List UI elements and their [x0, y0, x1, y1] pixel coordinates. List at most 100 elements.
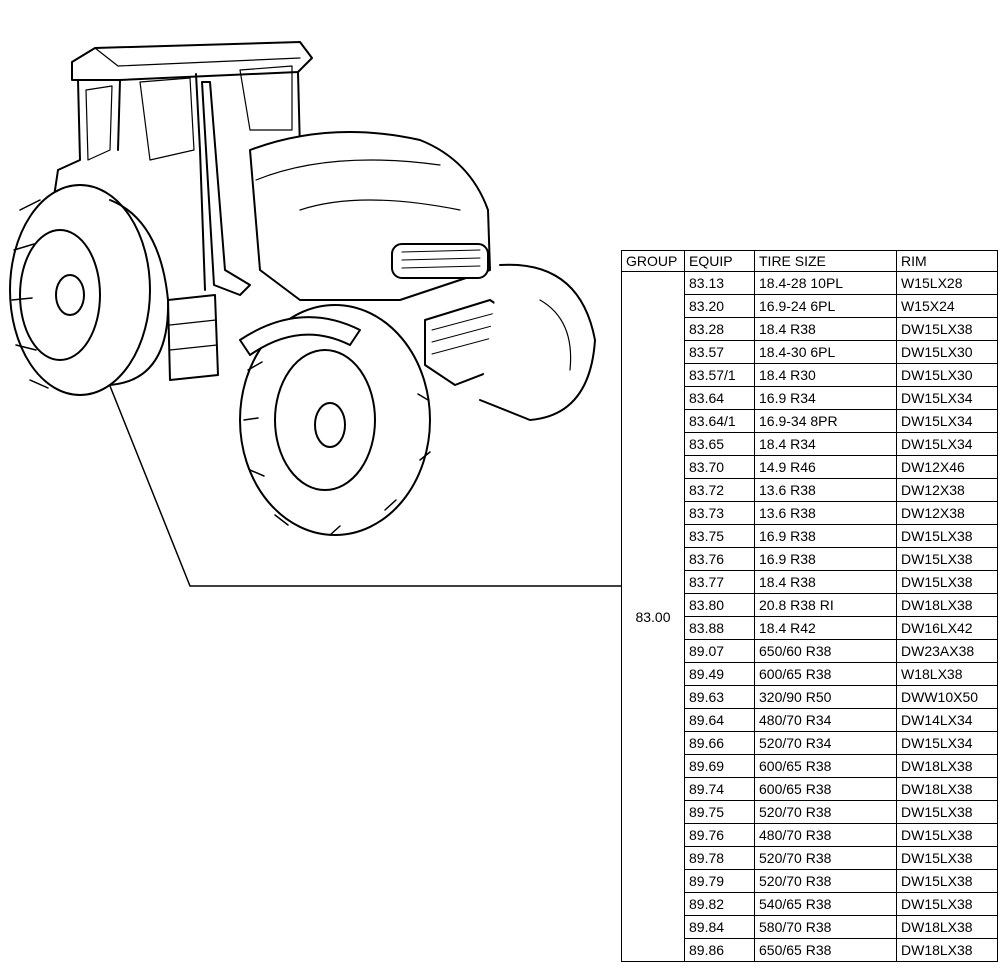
equip-cell: 89.86	[684, 938, 755, 962]
rim-cell: W15LX28	[896, 271, 998, 295]
tire-size-cell: 18.4-28 10PL	[754, 271, 897, 295]
header-group: GROUP	[621, 250, 685, 272]
tire-size-cell: 520/70 R38	[754, 869, 897, 893]
equip-cell: 83.57/1	[684, 363, 755, 387]
equip-cell: 89.63	[684, 685, 755, 709]
cab-steps	[167, 294, 219, 381]
equip-cell: 83.20	[684, 294, 755, 318]
rim-cell: DW15LX38	[896, 317, 998, 341]
tire-size-cell: 18.4 R38	[754, 570, 897, 594]
exhaust-pipe	[201, 81, 251, 296]
tire-size-cell: 650/65 R38	[754, 938, 897, 962]
equip-cell: 89.76	[684, 823, 755, 847]
tire-size-cell: 320/90 R50	[754, 685, 897, 709]
rim-cell: W15X24	[896, 294, 998, 318]
equip-cell: 83.77	[684, 570, 755, 594]
headlight	[391, 243, 489, 279]
tire-size-cell: 18.4-30 6PL	[754, 340, 897, 364]
rim-cell: DW18LX38	[896, 777, 998, 801]
rim-cell: DW18LX38	[896, 754, 998, 778]
tire-size-cell: 14.9 R46	[754, 455, 897, 479]
rim-cell: DW15LX34	[896, 432, 998, 456]
equip-cell: 89.79	[684, 869, 755, 893]
rim-cell: DW18LX38	[896, 915, 998, 939]
tire-size-cell: 580/70 R38	[754, 915, 897, 939]
rim-cell: DW15LX34	[896, 386, 998, 410]
equip-cell: 89.78	[684, 846, 755, 870]
header-tire-size: TIRE SIZE	[754, 250, 897, 272]
equip-cell: 89.84	[684, 915, 755, 939]
cab-frame	[51, 71, 301, 291]
equip-cell: 83.72	[684, 478, 755, 502]
rim-cell: DW15LX38	[896, 892, 998, 916]
rim-cell: DW15LX30	[896, 363, 998, 387]
rim-cell: DW15LX38	[896, 869, 998, 893]
tire-size-cell: 600/65 R38	[754, 662, 897, 686]
equip-cell: 83.64/1	[684, 409, 755, 433]
equip-cell: 83.73	[684, 501, 755, 525]
equip-cell: 83.80	[684, 593, 755, 617]
cab-roof	[71, 41, 313, 81]
tire-size-cell: 13.6 R38	[754, 501, 897, 525]
tire-size-cell: 16.9 R38	[754, 524, 897, 548]
rim-cell: DW15LX38	[896, 524, 998, 548]
rim-cell: DW16LX42	[896, 616, 998, 640]
front-wheel	[239, 304, 431, 536]
rim-cell: DW18LX38	[896, 938, 998, 962]
tire-size-cell: 600/65 R38	[754, 754, 897, 778]
rim-cell: DW14LX34	[896, 708, 998, 732]
tire-size-cell: 480/70 R34	[754, 708, 897, 732]
table-header-row: GROUP EQUIP TIRE SIZE RIM	[621, 250, 998, 272]
tire-size-cell: 520/70 R38	[754, 846, 897, 870]
tire-size-cell: 540/65 R38	[754, 892, 897, 916]
tire-size-cell: 16.9-34 8PR	[754, 409, 897, 433]
rim-cell: DW18LX38	[896, 593, 998, 617]
equip-cell: 83.88	[684, 616, 755, 640]
rim-cell: W18LX38	[896, 662, 998, 686]
rim-cell: DW23AX38	[896, 639, 998, 663]
tire-size-cell: 16.9-24 6PL	[754, 294, 897, 318]
equip-cell: 89.74	[684, 777, 755, 801]
tire-size-cell: 520/70 R38	[754, 800, 897, 824]
rim-cell: DW15LX38	[896, 547, 998, 571]
equip-cell: 83.70	[684, 455, 755, 479]
tire-size-cell: 18.4 R30	[754, 363, 897, 387]
equip-cell: 83.28	[684, 317, 755, 341]
equip-cell: 89.66	[684, 731, 755, 755]
equip-cell: 89.49	[684, 662, 755, 686]
equip-cell: 89.69	[684, 754, 755, 778]
equip-cell: 89.64	[684, 708, 755, 732]
leader-line	[89, 335, 622, 587]
equip-cell: 83.57	[684, 340, 755, 364]
equip-cell: 89.82	[684, 892, 755, 916]
equip-cell: 83.64	[684, 386, 755, 410]
equip-cell: 83.65	[684, 432, 755, 456]
tire-size-cell: 13.6 R38	[754, 478, 897, 502]
group-cell: 83.00	[621, 271, 685, 962]
header-equip: EQUIP	[684, 250, 755, 272]
rim-cell: DW15LX34	[896, 409, 998, 433]
rim-cell: DW15LX30	[896, 340, 998, 364]
